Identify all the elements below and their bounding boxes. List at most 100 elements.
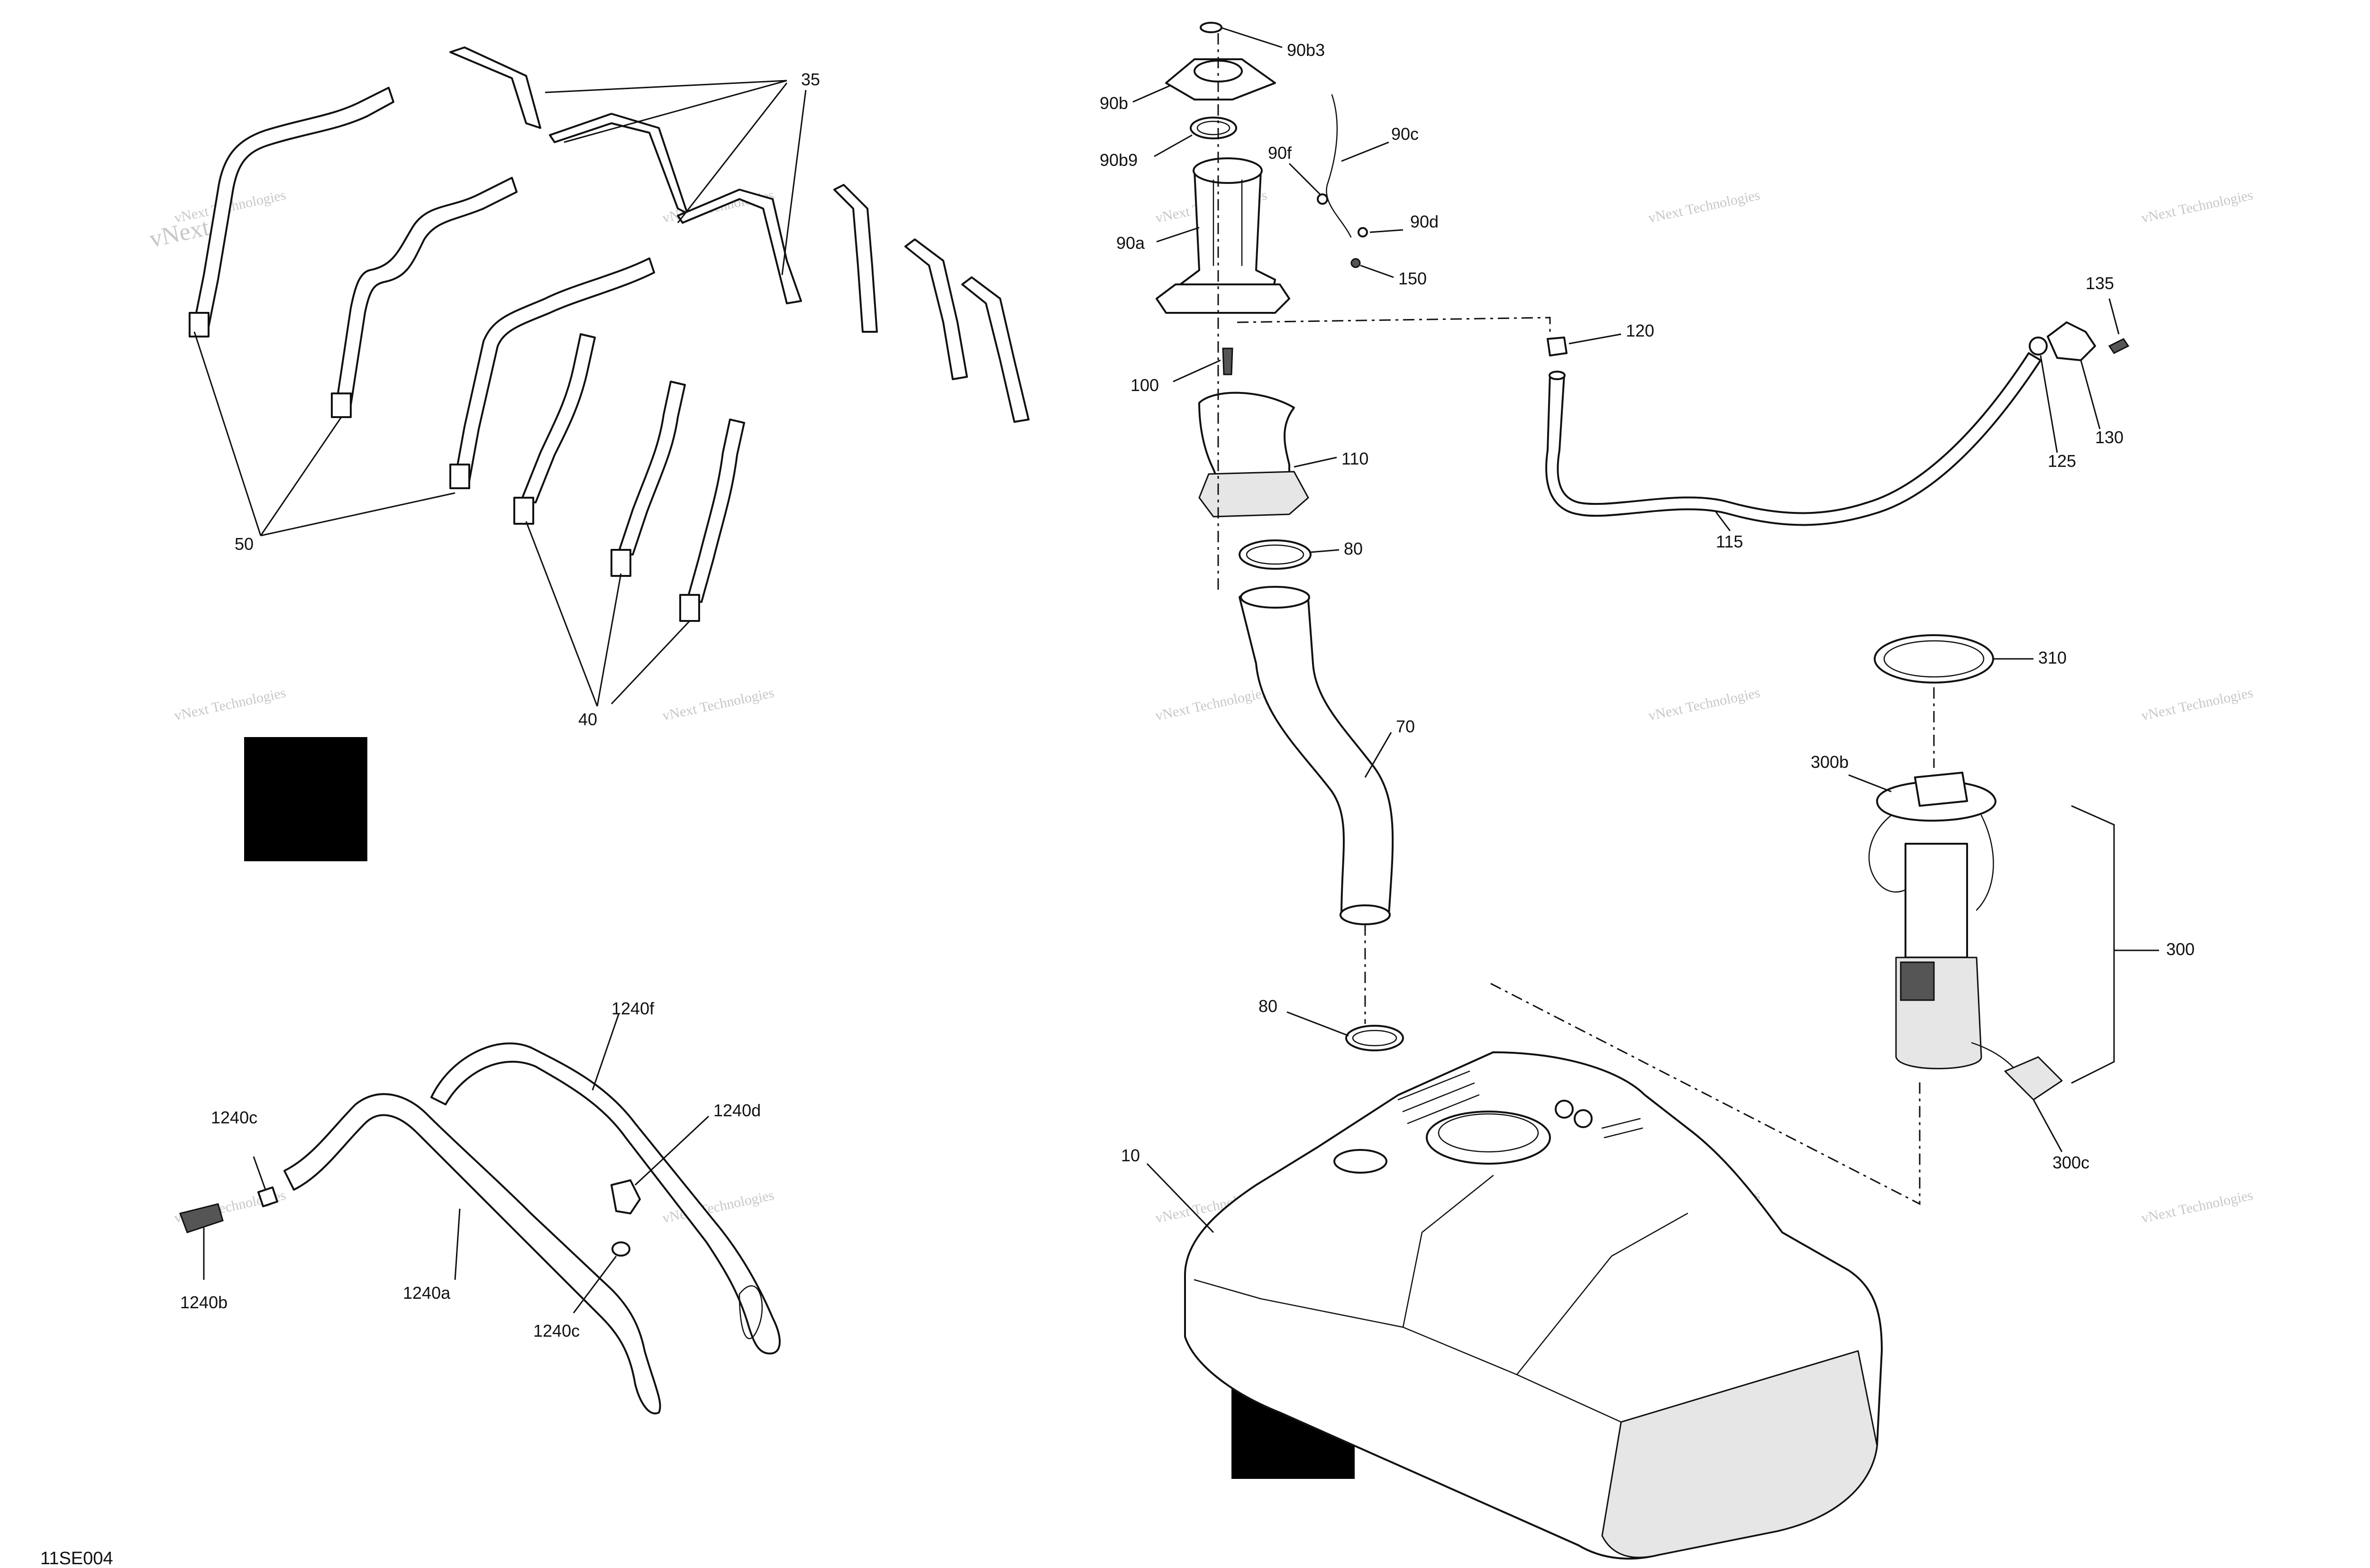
bracket-2 [549, 113, 688, 214]
assembly-centerline [1217, 33, 1366, 1024]
strap-clip [611, 549, 631, 577]
callout-100: 100 [1130, 375, 1159, 395]
bracket-1 [449, 46, 541, 129]
bracket-300 [2071, 805, 2115, 1084]
bracket-4 [833, 184, 878, 333]
watermark: vNext Technologies [1154, 685, 1268, 724]
fuel-tank-port [1555, 1100, 1574, 1119]
watermark-text-small: vNext Technologies [173, 685, 287, 724]
hose-clamp-small [611, 1241, 630, 1257]
callout-150: 150 [1398, 269, 1427, 288]
callout-90c: 90c [1391, 124, 1419, 144]
callout-125: 125 [2048, 451, 2076, 471]
callout-40: 40 [578, 710, 597, 729]
rollover-hose-group: 1240f 1240a 1240d 1240c 1240c 1240b [179, 999, 781, 1414]
callout-90f: 90f [1268, 143, 1292, 163]
filler-funnel-base [1198, 471, 1309, 518]
leader-110 [1294, 456, 1337, 468]
filler-hose [1239, 589, 1394, 918]
straps-group: 35 50 40 [189, 46, 1030, 729]
callout-1240f: 1240f [611, 999, 655, 1018]
callout-1240b: 1240b [180, 1293, 228, 1312]
callout-115: 115 [1716, 532, 1743, 551]
fuel-pump-group: 310 300b 300c 300 [1490, 634, 2195, 1205]
pump-motor [1900, 961, 1935, 1001]
callout-300b: 300b [1811, 752, 1849, 772]
leader-90a [1156, 227, 1200, 243]
fuel-tank-edge [1194, 1175, 1859, 1423]
leader-1240a [454, 1208, 461, 1280]
vent-hose [1545, 352, 2042, 526]
leader-90f [1288, 163, 1321, 195]
pump-float [2004, 1056, 2063, 1101]
pump-lock-ring-inner [1883, 640, 1985, 678]
callout-120: 120 [1626, 321, 1654, 340]
callout-80-bottom: 80 [1258, 996, 1277, 1016]
cap-plug [1200, 22, 1222, 33]
callout-90b: 90b [1100, 93, 1128, 113]
strap-short-1 [520, 333, 596, 503]
pump-canister-upper [1905, 843, 1968, 958]
watermark-text-small: vNext Technologies [2140, 1187, 2254, 1226]
callout-90b9: 90b9 [1100, 150, 1138, 170]
callout-1240c-top: 1240c [211, 1108, 257, 1127]
watermark: vNext Technologies [2140, 685, 2254, 724]
callout-110: 110 [1341, 449, 1368, 468]
watermark: vNext Technologies [1647, 685, 1761, 724]
hose-1240f-loop [738, 1285, 763, 1340]
watermark: vNext Technologies [173, 685, 287, 724]
strap-clip [679, 594, 700, 622]
filler-body-top [1193, 157, 1263, 184]
screw [1222, 347, 1233, 375]
callout-300: 300 [2166, 939, 2195, 959]
callout-10: 10 [1121, 1146, 1140, 1165]
callout-135: 135 [2086, 273, 2114, 293]
watermark-text-small: vNext Technologies [1647, 187, 1761, 226]
callout-1240d: 1240d [713, 1101, 761, 1120]
watermark-text-small: vNext Technologies [2140, 187, 2254, 226]
callout-1240c-bottom: 1240c [533, 1321, 580, 1340]
leader-300b [1848, 774, 1892, 793]
leader-90b [1132, 84, 1171, 103]
leader-10 [1146, 1163, 1214, 1233]
tether-ring [1317, 193, 1328, 205]
strap-clip [189, 312, 210, 337]
filler-hose-end [1340, 904, 1391, 925]
vent-connector [2029, 337, 2048, 356]
leader-130 [2080, 360, 2101, 429]
callout-1240a: 1240a [403, 1283, 451, 1303]
fuel-tank-port [1574, 1109, 1593, 1128]
redaction-block [244, 737, 367, 861]
cap-seal-inner [1196, 120, 1231, 136]
hose-clamp-inner [1246, 544, 1304, 565]
callout-90d: 90d [1410, 212, 1439, 231]
hose-clamp [1345, 1025, 1404, 1051]
bracket-5 [904, 238, 968, 380]
pump-lock-ring [1874, 634, 1994, 684]
leader-90b9 [1154, 134, 1193, 157]
leader-90b3 [1220, 27, 1283, 48]
filler-funnel [1198, 392, 1295, 494]
leader-120 [1568, 333, 1622, 345]
leader-35 [545, 80, 807, 275]
leader-1240c-top [253, 1156, 266, 1190]
pump-fuel-line [1976, 814, 1994, 911]
vent-hose-end [1549, 371, 1566, 380]
leader-70 [1364, 732, 1392, 778]
strap-clip [449, 464, 470, 489]
pump-connector [1914, 772, 1968, 807]
strap-short-2 [618, 381, 686, 556]
filler-body-slot [1212, 179, 1243, 266]
assembly-centerline [1237, 317, 1551, 337]
callout-80-top: 80 [1344, 539, 1363, 558]
fuel-tank-side [1601, 1350, 1878, 1559]
hose-clamp-inner [1352, 1030, 1397, 1047]
callout-90b3: 90b3 [1287, 40, 1325, 60]
watermark-text-small: vNext Technologies [1647, 685, 1761, 724]
callout-70: 70 [1396, 717, 1415, 736]
watermark-text-small: vNext Technologies [2140, 685, 2254, 724]
hose-1240a [283, 1093, 661, 1414]
drawing-code: 11SE004 [40, 1549, 113, 1568]
tether-screw [1350, 258, 1361, 268]
fuel-tank-pump-opening-inner [1438, 1113, 1539, 1153]
